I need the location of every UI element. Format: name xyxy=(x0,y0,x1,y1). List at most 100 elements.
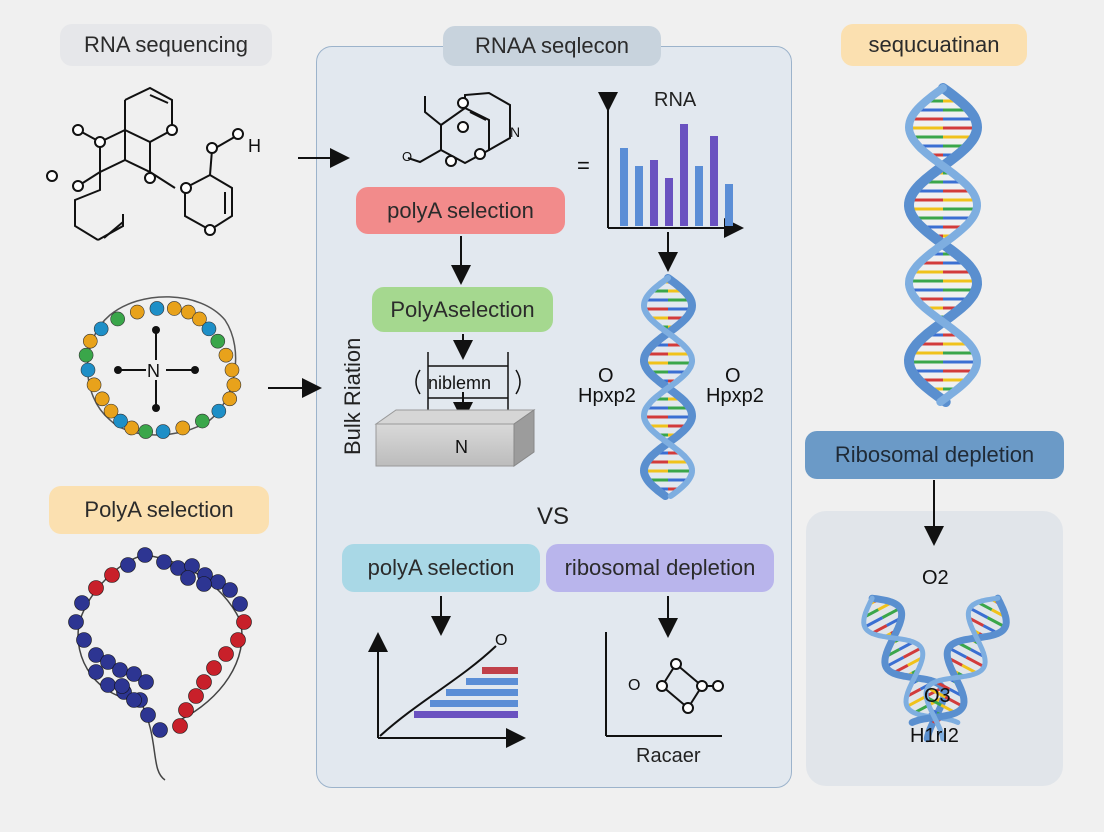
bead xyxy=(218,347,234,363)
bead xyxy=(232,596,248,612)
bead xyxy=(211,403,227,419)
bead xyxy=(196,674,212,690)
dna-helix-center xyxy=(639,274,697,500)
bead xyxy=(86,377,102,393)
panel-title: RNAA seqlecon xyxy=(443,26,661,66)
molecule-o-label: O xyxy=(402,149,412,164)
bead xyxy=(74,595,90,611)
bead xyxy=(88,580,104,596)
molecule-structure-1 xyxy=(74,86,239,241)
slab-block xyxy=(374,409,536,467)
rna-sequencing-label: RNA sequencing xyxy=(60,24,272,66)
rna-bar xyxy=(680,124,688,226)
chart-left-o: O xyxy=(495,632,507,649)
h-label: H1rI2 xyxy=(910,725,959,747)
bead xyxy=(110,311,125,327)
rna-bar xyxy=(635,166,643,226)
sequcuatinan-label: sequcuatinan xyxy=(841,24,1027,66)
rna-bar-chart xyxy=(598,92,744,238)
bead xyxy=(93,321,109,337)
bead xyxy=(192,311,207,327)
bead xyxy=(210,333,226,349)
rna-bar xyxy=(710,136,718,226)
ribosomal-small-chart xyxy=(605,632,724,737)
bead xyxy=(180,570,196,586)
bead xyxy=(206,660,222,676)
ribosomal-depletion-box: Ribosomal depletion xyxy=(805,431,1064,479)
slab-label: N xyxy=(455,437,468,457)
chart-right-xlabel: Racaer xyxy=(636,745,701,767)
rna-bar xyxy=(650,160,658,226)
bead xyxy=(166,301,182,316)
right-lower-panel xyxy=(806,511,1063,786)
bead xyxy=(78,347,94,363)
bead xyxy=(126,692,142,708)
bead xyxy=(112,662,128,678)
molecule-n-label: N xyxy=(510,124,520,140)
bead xyxy=(156,554,172,570)
bead xyxy=(188,688,204,704)
bead xyxy=(201,321,217,337)
bead xyxy=(76,632,92,648)
bead xyxy=(104,567,120,583)
bead xyxy=(155,424,171,439)
bead xyxy=(129,304,145,320)
complex-center-label: N xyxy=(147,361,160,381)
chart-right-o: O xyxy=(628,677,640,694)
equals-sign: = xyxy=(577,153,590,178)
bead xyxy=(88,664,104,680)
bead xyxy=(149,301,165,316)
bead xyxy=(137,547,153,563)
bead xyxy=(68,614,84,630)
rna-bar xyxy=(725,184,733,226)
polya-small-chart xyxy=(368,632,526,748)
bead xyxy=(80,362,96,378)
bead xyxy=(181,304,196,320)
molecule-atoms-1 xyxy=(46,124,244,236)
bead xyxy=(138,674,154,690)
polya-selection-orange-box: PolyA selection xyxy=(49,486,269,534)
rna-bar xyxy=(695,166,703,226)
dna-helix-double xyxy=(861,594,1010,743)
molecule-h-label: H xyxy=(248,136,261,156)
rna-bar xyxy=(665,178,673,226)
formula-right-top: O xyxy=(725,365,741,387)
dna-helix-right xyxy=(903,83,983,407)
bead-chain-red-blue xyxy=(68,547,252,781)
bead xyxy=(152,722,168,738)
bead xyxy=(175,420,191,436)
bead xyxy=(103,403,119,419)
bead xyxy=(124,420,139,436)
bead xyxy=(218,646,234,662)
bead xyxy=(222,391,238,407)
polya-selection-teal-box: polyA selection xyxy=(342,544,540,592)
formula-right-bottom: Hpxp2 xyxy=(706,385,764,407)
formula-left-bottom: Hpxp2 xyxy=(578,385,636,407)
polya-selection-red-box: polyA selection xyxy=(356,187,565,234)
bead xyxy=(230,632,246,648)
vs-label: VS xyxy=(537,503,569,530)
bead xyxy=(120,557,136,573)
o3-label: O3 xyxy=(924,685,951,707)
bead xyxy=(195,413,210,429)
bead xyxy=(100,677,116,693)
bead xyxy=(138,424,154,439)
rna-bar xyxy=(620,148,628,226)
bead xyxy=(236,614,252,630)
polyaselection-green-box: PolyAselection xyxy=(372,287,553,332)
bead xyxy=(114,678,130,694)
bead xyxy=(100,654,116,670)
bead xyxy=(222,582,238,598)
bead xyxy=(196,576,212,592)
bead xyxy=(113,413,128,429)
bead xyxy=(126,666,142,682)
bead xyxy=(226,377,242,393)
formula-left-top: O xyxy=(598,365,614,387)
brace-label: niblemn xyxy=(428,373,491,393)
bead xyxy=(88,647,104,663)
brace-box xyxy=(415,352,521,410)
bead-ring-complex xyxy=(78,296,242,439)
rna-chart-title: RNA xyxy=(654,89,697,111)
bead xyxy=(94,391,110,407)
